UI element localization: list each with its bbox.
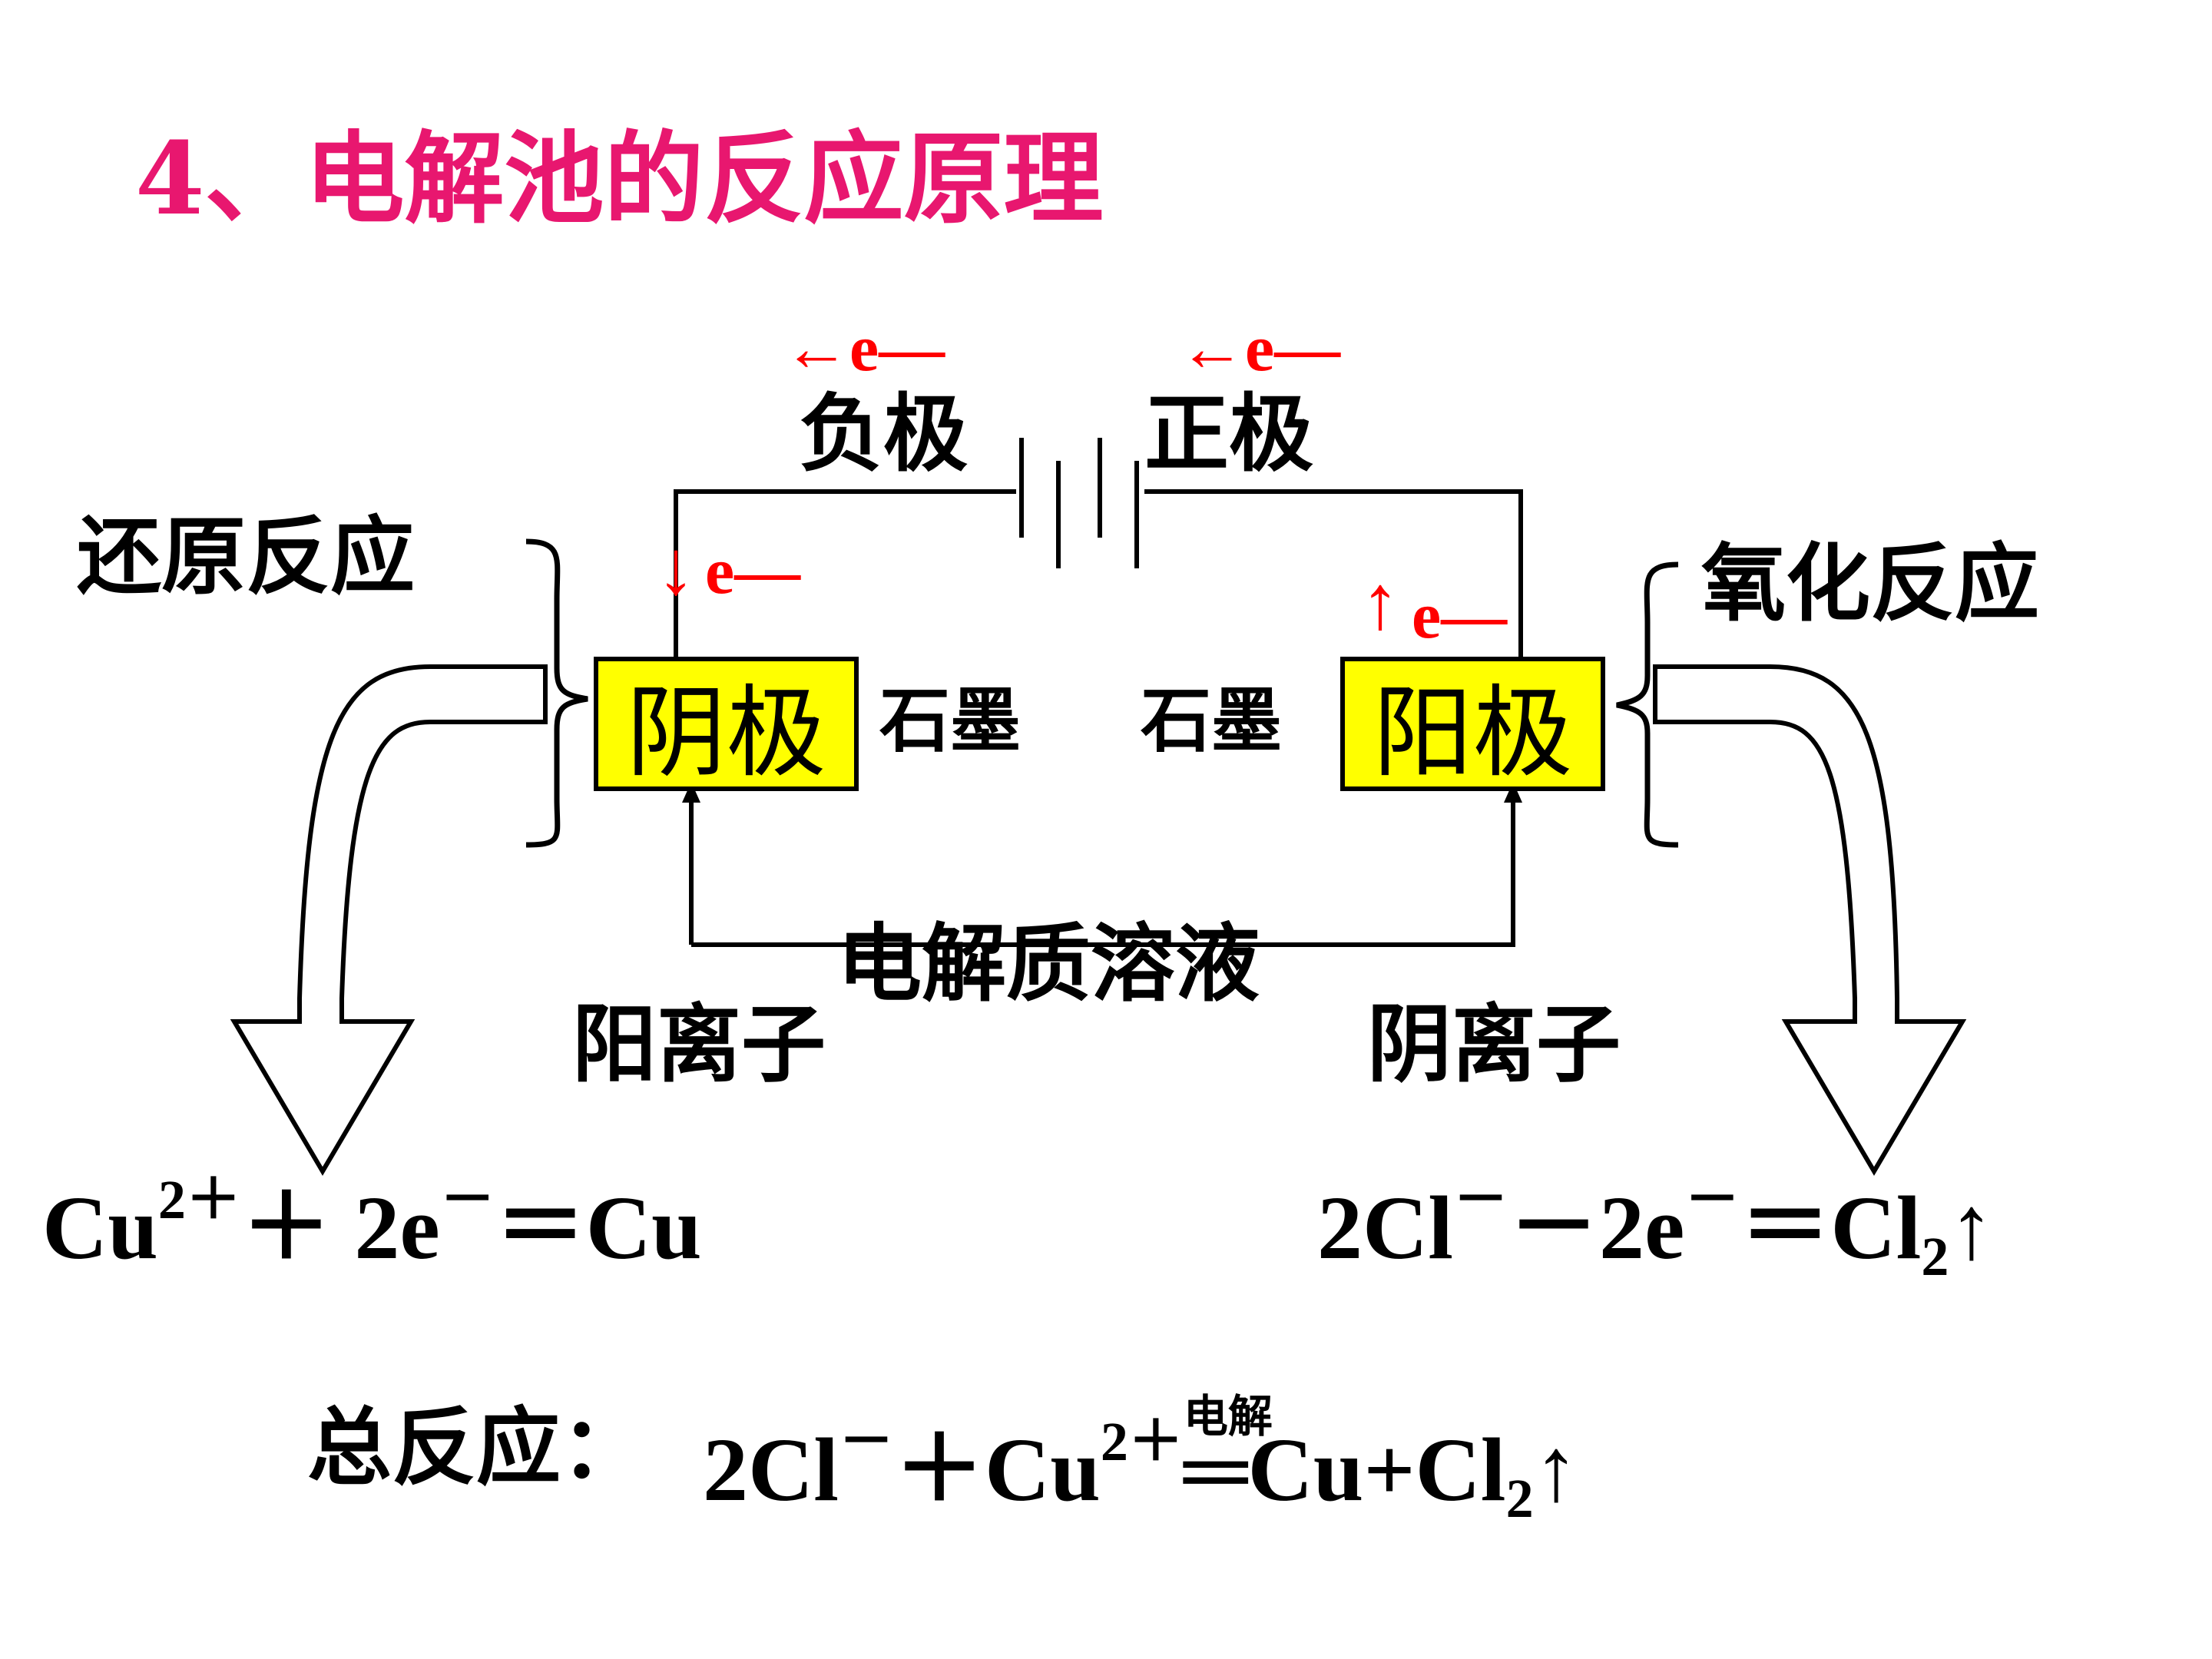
electrolysis-condition: 电解═ [1183, 1390, 1273, 1520]
negative-terminal-label: 负极 [799, 385, 968, 483]
cathode-material: 石墨 [879, 680, 1022, 762]
positive-terminal-label: 正极 [1144, 385, 1313, 483]
anode-label: 阳极 [1373, 674, 1573, 791]
electrolyte-label: 电解质溶液 [837, 915, 1260, 1013]
cathode-equation: Cu2＋＋ 2e－＝Cu [42, 1169, 702, 1278]
anode-electrode: 阳极 [1340, 657, 1605, 791]
right-hollow-arrow [1653, 664, 1967, 1176]
left-brace [525, 538, 588, 848]
anode-equation: 2Cl－－2e－＝Cl2↑ [1317, 1169, 1995, 1287]
cathode-label: 阴极 [626, 674, 826, 791]
page-title: 4、电解池的反应原理 [135, 120, 1104, 237]
anion-label: 阴离子 [1367, 995, 1621, 1094]
right-brace [1616, 561, 1679, 848]
cation-label: 阳离子 [572, 995, 826, 1094]
total-equation: 2Cl－＋Cu2＋电解═Cu+Cl2↑ [703, 1390, 1579, 1529]
down-arrow-icon: ↓ [657, 525, 695, 611]
cathode-electrode: 阴极 [594, 657, 859, 791]
reduction-label: 还原反应 [77, 508, 415, 606]
electron-left-wire: e— [705, 534, 801, 608]
arrowhead-right [1504, 782, 1522, 803]
electron-flow-neg: ←e— [783, 311, 945, 385]
arrowhead-left [682, 782, 700, 803]
total-reaction-label: 总反应： [307, 1399, 645, 1497]
left-wire [674, 489, 1016, 661]
right-wire [1144, 489, 1523, 661]
up-arrow-icon: ↑ [1361, 560, 1399, 645]
solution-bottom [691, 803, 1515, 947]
oxidation-label: 氧化反应 [1701, 535, 2039, 633]
left-hollow-arrow [230, 664, 548, 1176]
electron-right-wire: e— [1412, 578, 1508, 652]
anode-material: 石墨 [1141, 680, 1283, 762]
electron-flow-pos: ←e— [1179, 311, 1341, 385]
